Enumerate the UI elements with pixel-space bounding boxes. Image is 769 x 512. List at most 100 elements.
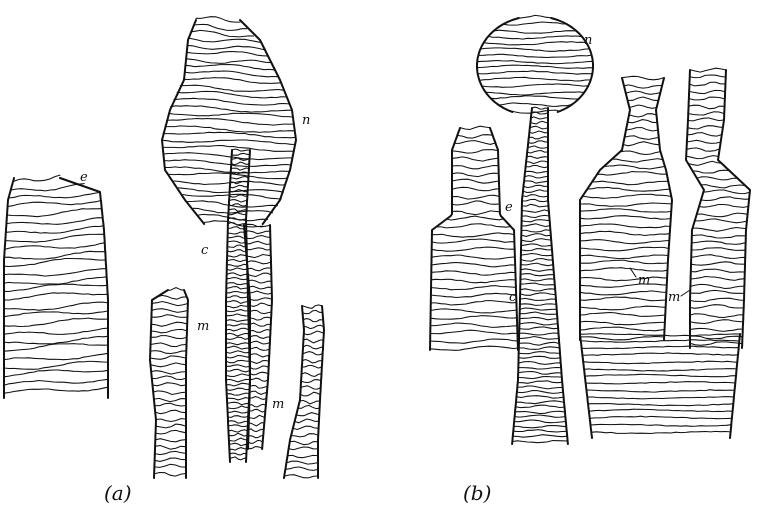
b-m2-contour — [688, 161, 722, 165]
a-m2-contour — [303, 352, 323, 355]
b-m2-contour — [690, 305, 744, 309]
a-e-contour — [4, 293, 108, 300]
b-n-contour — [486, 92, 585, 95]
label-a-m-right: m — [272, 397, 284, 412]
b-c-contour — [519, 356, 561, 358]
a-m2-contour — [300, 400, 320, 404]
a-m2-contour — [290, 441, 318, 444]
b-n-contour — [488, 36, 582, 39]
a-c-contour — [229, 209, 247, 211]
b-n-contour — [482, 84, 588, 87]
a-m1-contour — [155, 410, 186, 414]
b-m2-contour — [697, 213, 748, 217]
b-e-contour — [455, 141, 496, 145]
b-c-contour — [521, 263, 554, 266]
a-m2-contour — [298, 405, 320, 408]
a-n-contour — [180, 85, 283, 91]
b-m1-contour — [623, 142, 659, 146]
a-m1-contour — [150, 356, 186, 359]
a-n-contour — [174, 98, 289, 105]
a-column-e — [4, 175, 108, 398]
b-m1-contour — [580, 277, 667, 281]
b-c-contour — [519, 323, 557, 325]
a-m2-contour — [304, 331, 324, 335]
a-c-contour — [226, 296, 248, 298]
a-e-contour — [5, 243, 105, 250]
a-trunk-contour — [250, 372, 268, 375]
b-e-contour — [430, 330, 517, 334]
a-c-contour — [229, 438, 247, 441]
b-c-contour — [525, 171, 548, 173]
b-n-contour — [479, 77, 590, 81]
b-e-contour — [431, 309, 517, 313]
a-m1-contour — [154, 473, 186, 477]
b-c-contour — [531, 117, 548, 119]
b-c-contour — [522, 210, 549, 213]
a-c-contour — [227, 255, 247, 257]
a-trunk-contour — [250, 336, 270, 339]
a-trunk-contour — [250, 354, 269, 357]
a-trunk-contour — [246, 248, 271, 250]
a-m1-contour — [153, 391, 186, 395]
b-e-contour — [432, 233, 514, 237]
b-m2-contour — [691, 255, 745, 259]
b-m1-contour — [580, 216, 671, 220]
a-n-contour — [193, 24, 247, 30]
a-trunk-contour — [250, 303, 272, 306]
a-c-contour — [226, 374, 250, 377]
b-c-contour — [529, 131, 548, 133]
b-c-contour — [532, 107, 548, 109]
b-m1-contour — [580, 247, 669, 251]
b-c-contour — [520, 293, 555, 295]
b-m2-contour — [688, 112, 724, 115]
b-c-contour — [521, 269, 554, 272]
a-trunk-contour — [250, 386, 268, 389]
b-base-contour — [583, 361, 737, 364]
b-c-contour — [520, 312, 557, 314]
leader-b-m-right — [681, 290, 690, 296]
b-n-contour — [503, 22, 567, 25]
a-c-contour — [227, 278, 248, 280]
a-m1-contour — [151, 343, 187, 347]
b-base-contour — [587, 397, 734, 399]
a-n-contour — [169, 113, 293, 117]
a-m2-contour — [303, 339, 323, 343]
a-e-contour — [4, 277, 107, 284]
b-c-contour — [518, 381, 562, 384]
a-e-contour — [4, 353, 108, 359]
b-base-contour — [580, 334, 740, 336]
a-e-contour — [4, 370, 108, 377]
b-m2-contour — [690, 328, 743, 331]
a-c-contour — [228, 416, 248, 418]
b-m1-contour — [620, 151, 661, 155]
b-m1-contour — [625, 136, 659, 140]
a-trunk-contour — [248, 447, 262, 449]
a-c-contour — [231, 168, 249, 170]
a-m2-contour — [296, 413, 319, 416]
b-c-contour — [526, 161, 548, 164]
b-c-contour — [518, 377, 562, 379]
a-c-contour — [226, 383, 250, 386]
a-c-contour — [226, 346, 249, 349]
b-c-contour — [514, 420, 566, 423]
a-c-contour — [231, 162, 249, 165]
b-m2-contour — [690, 75, 726, 78]
a-m1-contour — [155, 458, 186, 461]
a-c-contour — [229, 433, 248, 436]
b-n-contour — [478, 71, 593, 74]
a-c-contour — [229, 204, 247, 206]
b-m1-contour — [612, 159, 663, 163]
a-n-contour — [163, 146, 294, 152]
a-c-contour — [227, 264, 247, 266]
b-m1-contour — [580, 284, 667, 288]
a-n-contour — [164, 160, 291, 167]
b-e-contour — [431, 271, 515, 275]
a-e-contour — [4, 328, 108, 334]
b-e-contour — [430, 339, 518, 343]
b-m1-contour — [628, 120, 658, 123]
b-m2-contour — [690, 342, 742, 345]
a-c-contour — [226, 287, 247, 289]
b-e-contour — [431, 293, 516, 297]
a-c-contour — [226, 292, 248, 294]
a-e-contour — [7, 218, 103, 225]
